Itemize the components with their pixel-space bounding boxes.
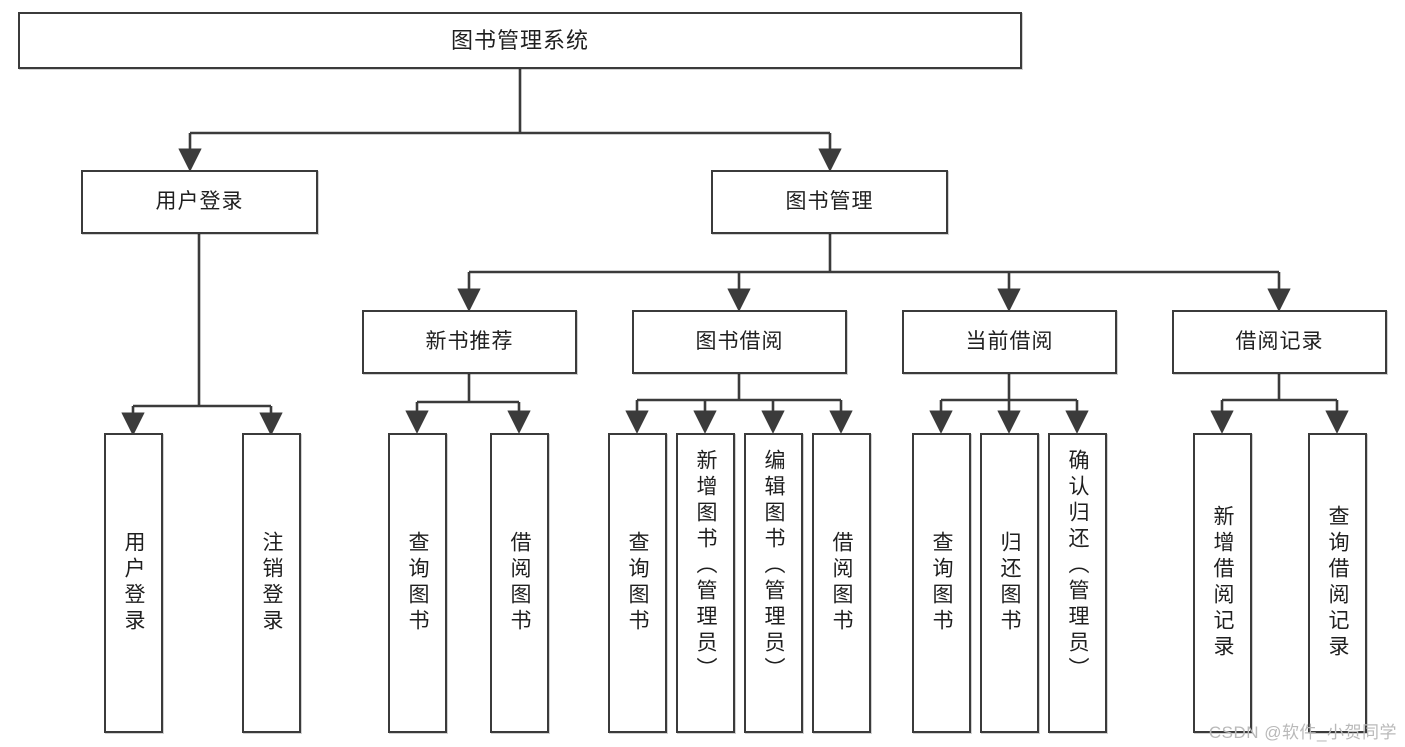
node-leaf-confirm-return[interactable]: 确认归还（管理员）: [1048, 433, 1107, 733]
node-leaf-return-book[interactable]: 归还图书: [980, 433, 1039, 733]
node-leaf-add-record[interactable]: 新增借阅记录: [1193, 433, 1252, 733]
node-current-borrow[interactable]: 当前借阅: [902, 310, 1117, 374]
csdn-watermark: CSDN @软件_小贺同学: [1208, 723, 1397, 742]
node-new-book-rec[interactable]: 新书推荐: [362, 310, 577, 374]
node-root-label: 图书管理系统: [450, 27, 589, 53]
node-leaf-add-book-label: 新增图书（管理员）: [694, 449, 717, 683]
node-book-borrow-label: 图书借阅: [695, 329, 784, 353]
node-book-manage[interactable]: 图书管理: [711, 170, 948, 234]
node-leaf-query-record[interactable]: 查询借阅记录: [1308, 433, 1367, 733]
node-root[interactable]: 图书管理系统: [18, 12, 1022, 69]
node-leaf-user-login[interactable]: 用户登录: [104, 433, 163, 733]
node-new-book-rec-label: 新书推荐: [425, 329, 514, 353]
node-leaf-query-book-2[interactable]: 查询图书: [608, 433, 667, 733]
node-leaf-add-record-label: 新增借阅记录: [1211, 505, 1234, 661]
node-book-borrow[interactable]: 图书借阅: [632, 310, 847, 374]
node-leaf-confirm-return-label: 确认归还（管理员）: [1066, 449, 1089, 683]
node-leaf-add-book[interactable]: 新增图书（管理员）: [676, 433, 735, 733]
node-leaf-query-book-2-label: 查询图书: [626, 531, 649, 635]
node-leaf-edit-book[interactable]: 编辑图书（管理员）: [744, 433, 803, 733]
node-leaf-user-login-label: 用户登录: [122, 531, 145, 635]
node-leaf-borrow-book-1-label: 借阅图书: [508, 531, 531, 635]
node-leaf-borrow-book-2-label: 借阅图书: [830, 531, 853, 635]
node-user-login-label: 用户登录: [155, 189, 244, 213]
node-leaf-query-record-label: 查询借阅记录: [1326, 505, 1349, 661]
node-leaf-return-book-label: 归还图书: [998, 531, 1021, 635]
node-book-manage-label: 图书管理: [785, 189, 874, 213]
node-current-borrow-label: 当前借阅: [965, 329, 1054, 353]
node-leaf-query-book-3-label: 查询图书: [930, 531, 953, 635]
node-borrow-record-label: 借阅记录: [1235, 329, 1324, 353]
node-leaf-query-book-1-label: 查询图书: [406, 531, 429, 635]
node-user-login[interactable]: 用户登录: [81, 170, 318, 234]
node-leaf-query-book-3[interactable]: 查询图书: [912, 433, 971, 733]
node-borrow-record[interactable]: 借阅记录: [1172, 310, 1387, 374]
node-leaf-query-book-1[interactable]: 查询图书: [388, 433, 447, 733]
node-leaf-logout[interactable]: 注销登录: [242, 433, 301, 733]
node-leaf-borrow-book-1[interactable]: 借阅图书: [490, 433, 549, 733]
node-leaf-logout-label: 注销登录: [260, 531, 283, 635]
node-leaf-edit-book-label: 编辑图书（管理员）: [762, 449, 785, 683]
node-leaf-borrow-book-2[interactable]: 借阅图书: [812, 433, 871, 733]
